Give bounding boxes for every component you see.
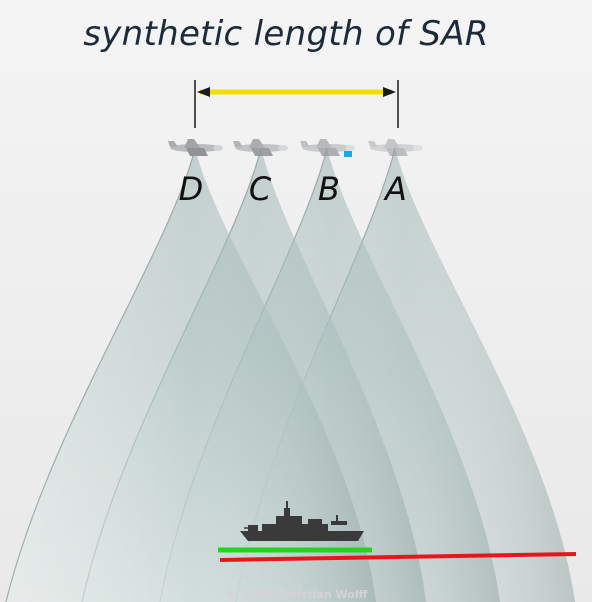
ship-icon <box>240 501 364 541</box>
red-coverage-bar <box>219 552 577 562</box>
beam-d <box>5 147 376 602</box>
aircraft-c-icon <box>233 139 288 156</box>
position-label-a: A <box>383 170 407 208</box>
position-label-c: C <box>249 170 272 208</box>
position-marker <box>344 151 352 157</box>
position-label-d: D <box>179 170 204 208</box>
aircraft-b-icon <box>300 139 355 156</box>
synthetic-length-arrow <box>194 80 399 128</box>
position-label-b: B <box>318 170 340 208</box>
aircraft-group <box>168 139 423 156</box>
aircraft-a-icon <box>368 139 423 156</box>
aircraft-d-icon <box>168 139 223 156</box>
diagram-title: synthetic length of SAR <box>83 14 489 54</box>
copyright-credit: © 2008 Christian Wolff <box>226 588 367 601</box>
